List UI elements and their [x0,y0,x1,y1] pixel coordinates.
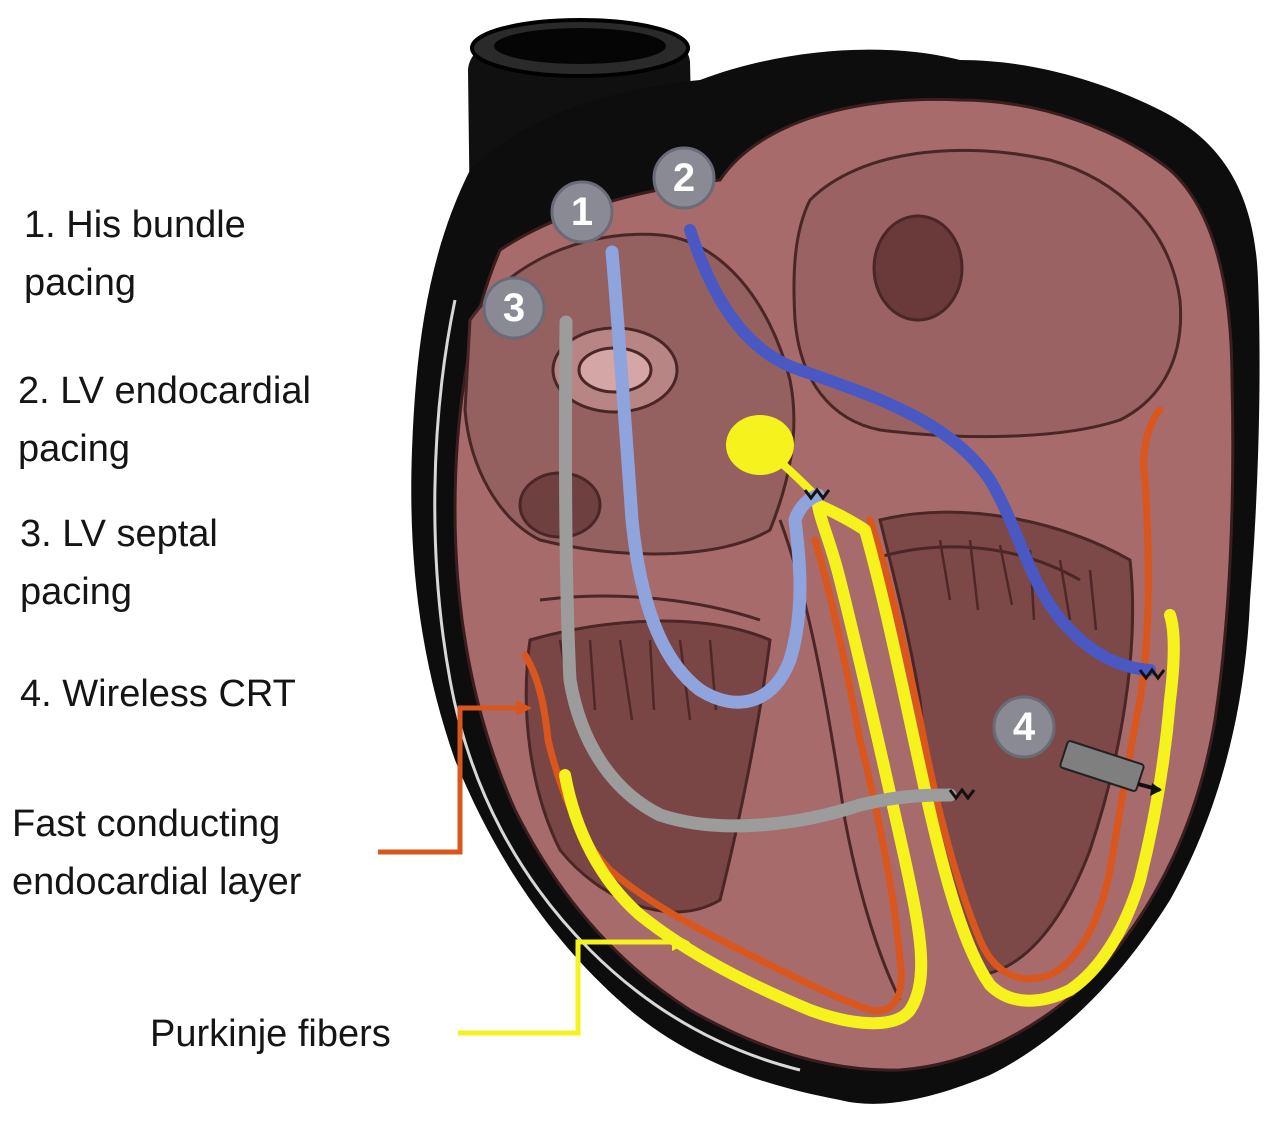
legend-wireless-crt: 4. Wireless CRT [20,665,296,723]
legend-his-bundle-line2: pacing [24,254,246,312]
legend-his-bundle: 1. His bundle pacing [24,196,246,312]
badge-4: 4 [994,697,1054,757]
svg-text:1: 1 [571,190,593,234]
svg-text:4: 4 [1013,705,1036,749]
label-purkinje-fibers: Purkinje fibers [150,1005,391,1063]
legend-lv-septal-line1: 3. LV septal [20,505,218,563]
badge-1: 1 [552,182,612,242]
legend-lv-endocardial-line1: 2. LV endocardial [18,362,311,420]
legend-his-bundle-line1: 1. His bundle [24,196,246,254]
label-fast-conducting-layer: Fast conducting endocardial layer [12,795,301,911]
legend-lv-endocardial: 2. LV endocardial pacing [18,362,311,478]
label-purkinje-fibers-line1: Purkinje fibers [150,1005,391,1063]
legend-lv-septal: 3. LV septal pacing [20,505,218,621]
legend-wireless-crt-line1: 4. Wireless CRT [20,665,296,723]
legend-lv-endocardial-line2: pacing [18,420,311,478]
label-fast-conducting-line1: Fast conducting [12,795,301,853]
badge-3: 3 [484,278,544,338]
svg-text:3: 3 [503,286,525,330]
badge-2: 2 [654,148,714,208]
label-fast-conducting-line2: endocardial layer [12,853,301,911]
svg-text:2: 2 [673,156,695,200]
legend-lv-septal-line2: pacing [20,563,218,621]
